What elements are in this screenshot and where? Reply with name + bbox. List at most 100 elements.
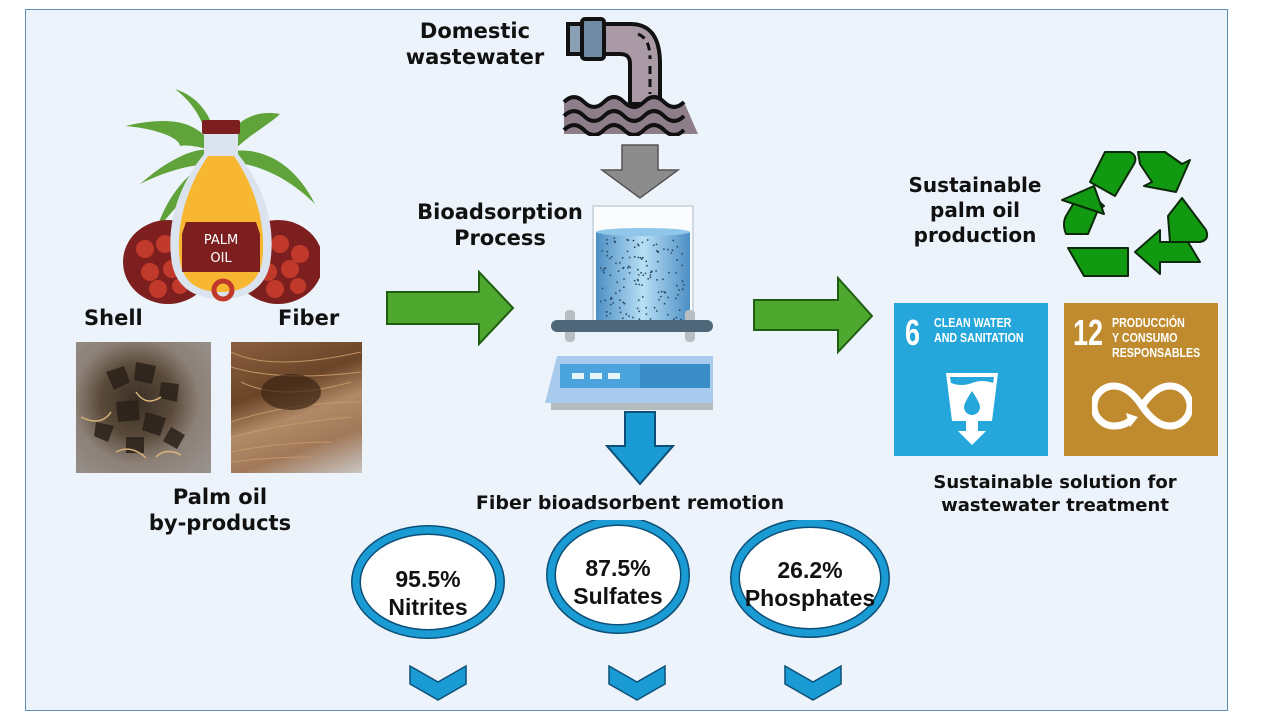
particle-dot bbox=[619, 299, 621, 302]
wastewater-pipe-icon bbox=[562, 17, 698, 136]
particle-dot bbox=[622, 266, 625, 269]
particle-dot bbox=[636, 278, 639, 281]
particle-dot bbox=[632, 239, 635, 242]
result-compound: Nitrites bbox=[388, 593, 468, 620]
sustainable-line1: Sustainable bbox=[908, 173, 1042, 197]
particle-dot bbox=[605, 314, 608, 317]
sdg12-title-line3: RESPONSABLES bbox=[1112, 344, 1201, 360]
particle-dot bbox=[681, 264, 683, 267]
shell-label: Shell bbox=[84, 306, 143, 330]
particle-dot bbox=[642, 274, 645, 277]
particle-dot bbox=[633, 279, 636, 282]
particle-dot bbox=[603, 271, 605, 274]
particle-dot bbox=[604, 299, 607, 302]
particle-dot bbox=[647, 278, 650, 280]
particle-dot bbox=[663, 302, 666, 305]
result-compound: Phosphates bbox=[744, 584, 876, 611]
process-label: Bioadsorption Process bbox=[410, 199, 590, 252]
particle-dot bbox=[628, 315, 630, 317]
sdg12-number: 12 bbox=[1073, 312, 1104, 353]
particle-dot bbox=[641, 296, 644, 298]
particle-dot bbox=[599, 300, 602, 303]
oil-label: OIL bbox=[210, 251, 232, 266]
particle-dot bbox=[682, 283, 685, 286]
particle-dot bbox=[614, 292, 617, 295]
particle-dot bbox=[658, 299, 660, 301]
particle-dot bbox=[652, 244, 655, 247]
particle-dot bbox=[599, 267, 602, 270]
particle-dot bbox=[629, 266, 632, 269]
particle-dot bbox=[609, 257, 611, 260]
particle-dot bbox=[667, 248, 669, 251]
sdg12-card: 12 PRODUCCIÓN Y CONSUMO RESPONSABLES bbox=[1064, 303, 1218, 456]
particle-dot bbox=[601, 287, 604, 290]
particle-dot bbox=[636, 307, 639, 310]
particle-dot bbox=[610, 296, 613, 299]
sustainable-production-label: Sustainable palm oil production bbox=[895, 173, 1055, 248]
blue-arrow-down-icon bbox=[605, 411, 675, 486]
particle-dot bbox=[604, 267, 607, 269]
particle-dot bbox=[649, 318, 652, 320]
chevron-down-icon bbox=[409, 664, 467, 701]
particle-dot bbox=[625, 313, 628, 316]
particle-dot bbox=[670, 252, 673, 254]
particle-dot bbox=[616, 281, 619, 284]
particle-dot bbox=[668, 271, 670, 274]
solution-line1: Sustainable solution for bbox=[933, 472, 1177, 493]
sdg12-title-line1: PRODUCCIÓN bbox=[1112, 315, 1185, 330]
particle-dot bbox=[603, 268, 606, 270]
green-arrow-right-icon bbox=[386, 270, 515, 347]
particle-dot bbox=[627, 265, 630, 268]
result-nitrites: 95.5% Nitrites bbox=[368, 566, 488, 621]
sdg12-title: PRODUCCIÓN Y CONSUMO RESPONSABLES bbox=[1112, 315, 1201, 361]
particle-dot bbox=[666, 313, 669, 316]
particle-dot bbox=[632, 316, 634, 319]
process-line2: Process bbox=[454, 226, 546, 251]
particle-dot bbox=[609, 312, 612, 315]
particle-dot bbox=[657, 251, 660, 254]
results-ellipses bbox=[351, 520, 890, 639]
particle-dot bbox=[609, 274, 612, 277]
particle-dot bbox=[662, 278, 664, 281]
particle-dot bbox=[627, 239, 630, 242]
particle-dot bbox=[681, 288, 684, 291]
particle-dot bbox=[601, 250, 603, 252]
particle-dot bbox=[602, 269, 604, 272]
particle-dot bbox=[645, 306, 648, 309]
particle-dot bbox=[618, 262, 621, 264]
particle-dot bbox=[622, 286, 625, 289]
recycle-icon bbox=[1061, 151, 1209, 277]
shell-photo bbox=[76, 342, 211, 473]
particle-dot bbox=[626, 250, 629, 253]
sustainable-solution-label: Sustainable solution for wastewater trea… bbox=[915, 472, 1195, 517]
particle-dot bbox=[663, 290, 666, 293]
particle-dot bbox=[655, 243, 658, 246]
particle-dot bbox=[644, 272, 647, 275]
particle-dot bbox=[681, 253, 684, 255]
particle-dot bbox=[678, 309, 681, 312]
particle-dot bbox=[676, 259, 678, 262]
particle-dot bbox=[675, 272, 678, 274]
wastewater-line2: wastewater bbox=[405, 45, 545, 70]
particle-dot bbox=[663, 248, 665, 250]
particle-dot bbox=[621, 257, 624, 259]
particle-dot bbox=[646, 239, 649, 241]
particle-dot bbox=[622, 301, 625, 304]
particle-dot bbox=[633, 255, 636, 258]
process-line1: Bioadsorption bbox=[417, 200, 583, 224]
particle-dot bbox=[660, 290, 663, 293]
particle-dot bbox=[675, 316, 678, 319]
particle-dot bbox=[645, 260, 648, 263]
particle-dot bbox=[617, 270, 620, 272]
particle-dot bbox=[633, 246, 636, 249]
particle-dot bbox=[650, 270, 653, 273]
particle-dot bbox=[655, 310, 658, 312]
particle-dot bbox=[667, 296, 669, 299]
particle-dot bbox=[676, 284, 678, 287]
gray-arrow-down-icon bbox=[600, 144, 680, 199]
result-percent: 26.2% bbox=[777, 557, 843, 583]
sdg6-card: 6 CLEAN WATER AND SANITATION bbox=[894, 303, 1048, 456]
particle-dot bbox=[606, 242, 608, 245]
particle-dot bbox=[640, 271, 642, 274]
wastewater-label: Domestic wastewater bbox=[390, 18, 560, 71]
